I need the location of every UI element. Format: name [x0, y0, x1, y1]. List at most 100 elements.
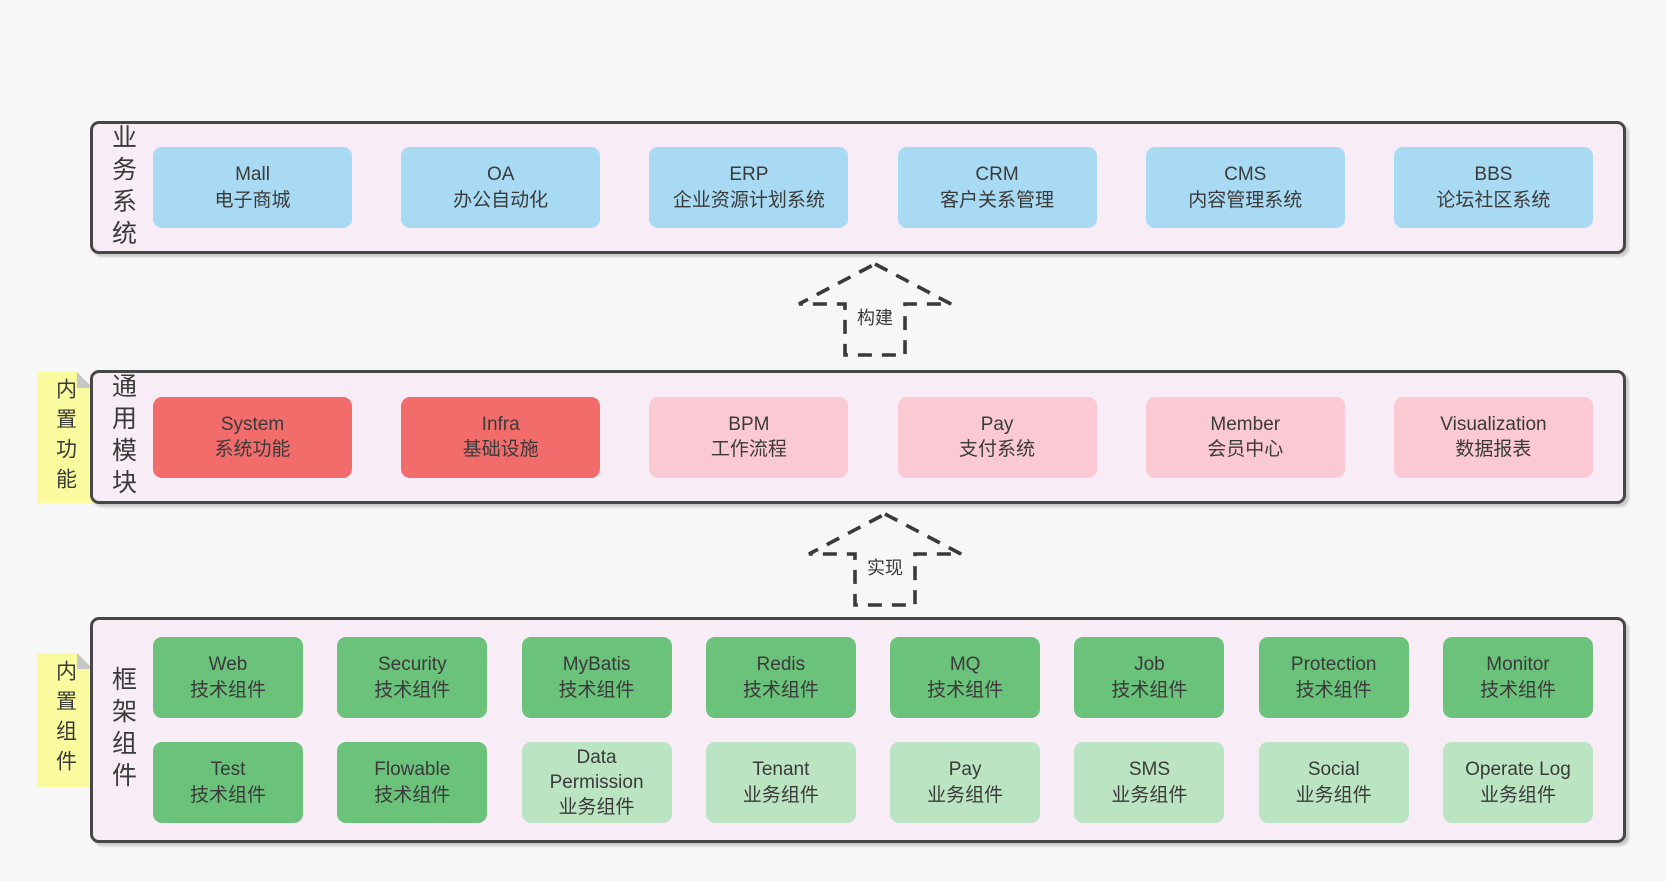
- box-subtitle: 会员中心: [1207, 439, 1284, 460]
- layer-title: 业务系统: [108, 123, 137, 252]
- box-subtitle: 工作流程: [710, 439, 787, 460]
- box-test: Test 技术组件: [153, 742, 303, 823]
- box-title: System: [220, 413, 285, 435]
- box-title: Security: [377, 654, 447, 676]
- box-subtitle: 企业资源计划系统: [672, 189, 825, 211]
- box-subtitle: 技术组件: [1295, 679, 1372, 701]
- box-title: OA: [486, 164, 515, 186]
- box-social: Social 业务组件: [1258, 742, 1409, 823]
- box-operate-log: Operate Log 业务组件: [1442, 742, 1593, 823]
- box-redis: Redis 技术组件: [705, 637, 856, 718]
- box-subtitle: 数据报表: [1455, 439, 1532, 460]
- box-title: Visualization: [1440, 413, 1547, 435]
- box-title: MyBatis: [562, 654, 631, 676]
- box-title: Redis: [756, 654, 806, 676]
- box-title: Operate Log: [1465, 759, 1571, 781]
- build-arrow-label: 构建: [854, 304, 896, 330]
- box-subtitle: 技术组件: [1111, 679, 1188, 701]
- box-title: Test: [210, 759, 246, 781]
- box-subtitle: 基础设施: [462, 439, 539, 460]
- box-title: Job: [1134, 654, 1165, 676]
- box-title: Flowable: [374, 759, 451, 781]
- box-job: Job 技术组件: [1074, 637, 1225, 718]
- box-title: Pay: [948, 759, 982, 781]
- box-title: Tenant: [752, 759, 810, 781]
- box-crm: CRM 客户关系管理: [897, 147, 1097, 228]
- box-subtitle: 业务组件: [1295, 784, 1372, 806]
- box-title: Protection: [1290, 654, 1377, 676]
- box-subtitle: 系统功能: [214, 439, 291, 460]
- layer-title: 框架组件: [108, 666, 137, 794]
- box-protection: Protection 技术组件: [1258, 637, 1409, 718]
- box-data-permission: Data Permission 业务组件: [521, 742, 672, 823]
- box-title: Mall: [235, 164, 270, 186]
- box-pay-component: Pay 业务组件: [890, 742, 1041, 823]
- box-title: Web: [208, 654, 248, 676]
- box-title: BPM: [728, 413, 770, 435]
- box-subtitle: 业务组件: [1111, 784, 1188, 806]
- layer-side-label: 框架组件: [93, 620, 151, 840]
- box-mybatis: MyBatis 技术组件: [521, 637, 672, 718]
- sticky-note-builtin-components: 内置组件: [37, 653, 93, 787]
- box-bbs: BBS 论坛社区系统: [1393, 147, 1593, 228]
- box-subtitle: 业务组件: [1479, 784, 1556, 806]
- layer-business-systems: 业务系统 Mall 电子商城 OA 办公自动化 ERP 企业资源计划系统 CRM…: [90, 121, 1626, 254]
- sticky-note-builtin-features: 内置功能: [37, 372, 93, 503]
- box-visualization: Visualization 数据报表: [1393, 396, 1593, 478]
- box-title: SMS: [1128, 759, 1170, 781]
- layer-title: 通用模块: [108, 373, 137, 501]
- layer-framework-components: 框架组件 Web 技术组件 Security 技术组件 MyBatis 技术组件…: [90, 617, 1626, 843]
- box-subtitle: 技术组件: [927, 679, 1004, 701]
- sticky-label: 内置组件: [53, 660, 77, 780]
- box-title: CMS: [1224, 164, 1267, 186]
- box-title: BBS: [1474, 164, 1513, 186]
- box-subtitle: 技术组件: [742, 679, 819, 701]
- layer-common-modules: 通用模块 System 系统功能 Infra 基础设施 BPM 工作流程 Pay…: [90, 370, 1626, 504]
- box-title: MQ: [949, 654, 981, 676]
- box-mq: MQ 技术组件: [890, 637, 1041, 718]
- box-subtitle: 技术组件: [558, 679, 635, 701]
- box-title: Infra: [481, 413, 520, 435]
- box-bpm: BPM 工作流程: [649, 396, 849, 478]
- box-web: Web 技术组件: [153, 637, 303, 718]
- box-cms: CMS 内容管理系统: [1145, 147, 1345, 228]
- box-subtitle: 技术组件: [374, 679, 451, 701]
- box-title: ERP: [729, 164, 769, 186]
- box-erp: ERP 企业资源计划系统: [649, 147, 849, 228]
- box-pay-module: Pay 支付系统: [897, 396, 1097, 478]
- layer-side-label: 通用模块: [93, 373, 151, 501]
- box-title: CRM: [975, 164, 1019, 186]
- box-sms: SMS 业务组件: [1074, 742, 1225, 823]
- box-subtitle: 电子商城: [214, 189, 291, 211]
- box-subtitle: 业务组件: [558, 797, 635, 819]
- box-subtitle: 业务组件: [927, 784, 1004, 806]
- box-oa: OA 办公自动化: [401, 147, 601, 228]
- box-title: Social: [1307, 759, 1360, 781]
- box-subtitle: 业务组件: [742, 784, 819, 806]
- box-tenant: Tenant 业务组件: [705, 742, 856, 823]
- implement-arrow-icon: 实现: [803, 510, 967, 610]
- box-security: Security 技术组件: [337, 637, 488, 718]
- implement-arrow-label: 实现: [864, 554, 906, 580]
- box-subtitle: 办公自动化: [453, 189, 549, 211]
- box-subtitle: 内容管理系统: [1188, 189, 1303, 211]
- box-monitor: Monitor 技术组件: [1442, 637, 1593, 718]
- box-subtitle: 技术组件: [189, 784, 266, 806]
- box-system: System 系统功能: [153, 396, 352, 478]
- layer-side-label: 业务系统: [93, 123, 151, 252]
- box-title: Monitor: [1486, 654, 1550, 676]
- component-row-2: Test 技术组件 Flowable 技术组件 Data Permission …: [153, 742, 1593, 823]
- sticky-label: 内置功能: [53, 377, 77, 498]
- box-title: Data Permission: [549, 746, 644, 793]
- box-subtitle: 技术组件: [189, 679, 266, 701]
- box-mall: Mall 电子商城: [153, 147, 352, 228]
- box-subtitle: 技术组件: [374, 784, 451, 806]
- component-row-1: Web 技术组件 Security 技术组件 MyBatis 技术组件 Redi…: [153, 637, 1593, 718]
- box-subtitle: 技术组件: [1479, 679, 1556, 701]
- box-title: Pay: [980, 413, 1014, 435]
- box-flowable: Flowable 技术组件: [337, 742, 488, 823]
- box-infra: Infra 基础设施: [401, 396, 601, 478]
- module-boxes: System 系统功能 Infra 基础设施 BPM 工作流程 Pay 支付系统…: [151, 396, 1623, 478]
- box-title: Member: [1210, 413, 1281, 435]
